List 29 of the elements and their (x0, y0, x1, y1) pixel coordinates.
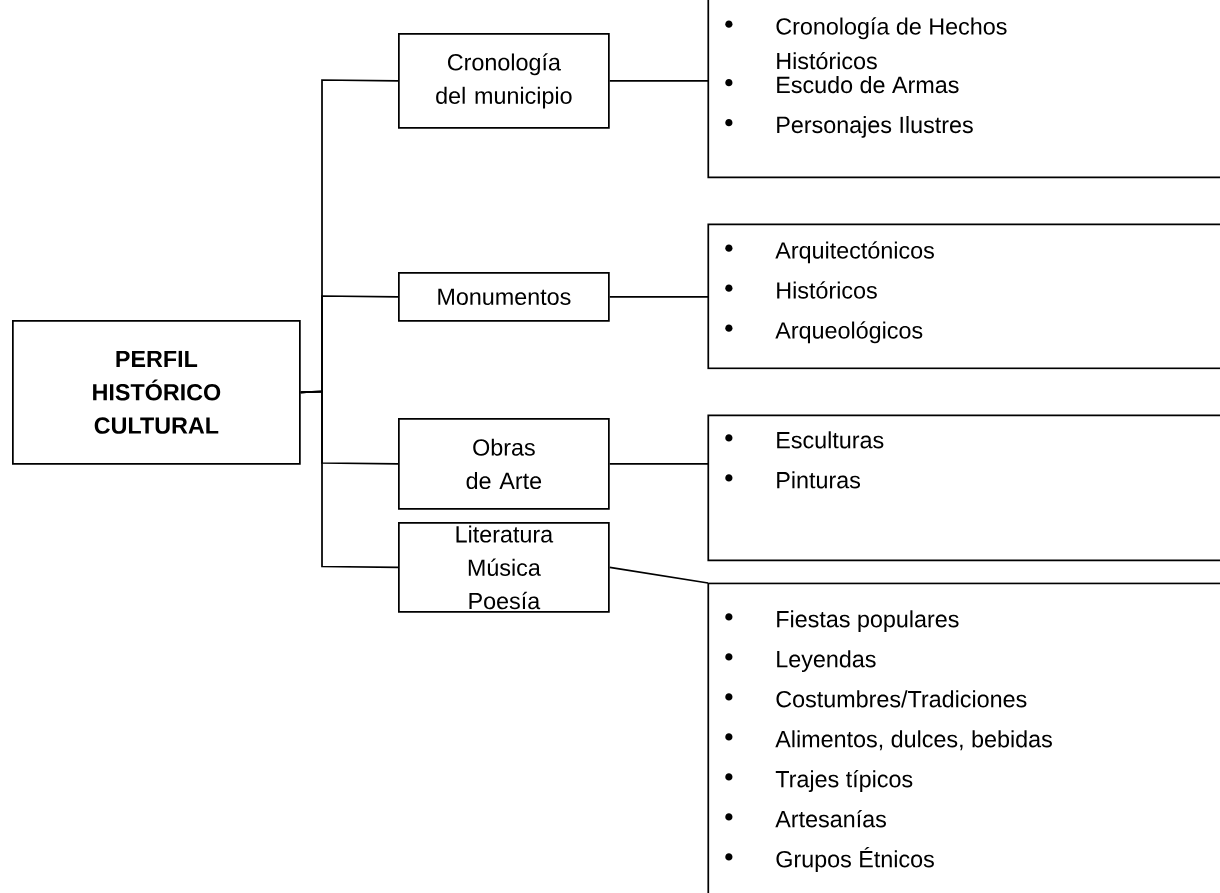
list-item: Trajes típicos (725, 770, 913, 793)
connector-line (608, 463, 709, 465)
list-box (707, 582, 1220, 893)
category-box: Cronología del municipio (398, 33, 610, 129)
list-item: Artesanías (725, 810, 886, 828)
list-item: Arquitectónicos (725, 241, 934, 264)
connector-line (608, 80, 709, 82)
list-item: Pinturas (725, 471, 861, 489)
connector-line (608, 296, 709, 298)
connector-line (299, 390, 399, 569)
list-box (707, 414, 1220, 562)
list-item: Fiestas populares (725, 610, 959, 633)
list-item: Leyendas (725, 650, 876, 673)
list-item: Escudo de Armas (725, 76, 959, 94)
list-item: Personajes Ilustres (725, 116, 973, 138)
category-box: Obras de Arte (398, 418, 610, 510)
list-item: Costumbres/Tradiciones (725, 690, 1027, 708)
list-item: Arqueológicos (725, 321, 923, 344)
category-box: Literatura Música Poesía (398, 522, 610, 613)
list-item: Alimentos, dulces, bebidas (725, 730, 1052, 751)
list-box (707, 223, 1220, 370)
list-item: Históricos (725, 281, 877, 299)
connector-line (608, 566, 709, 584)
list-item: Grupos Étnicos (725, 846, 934, 873)
list-item: Esculturas (725, 431, 884, 449)
list-item: Cronología de Hechos Históricos (725, 17, 1007, 70)
title-box: PERFIL HISTÓRICO CULTURAL (12, 320, 301, 465)
category-box: Monumentos (398, 272, 610, 322)
list-box (707, 0, 1220, 179)
